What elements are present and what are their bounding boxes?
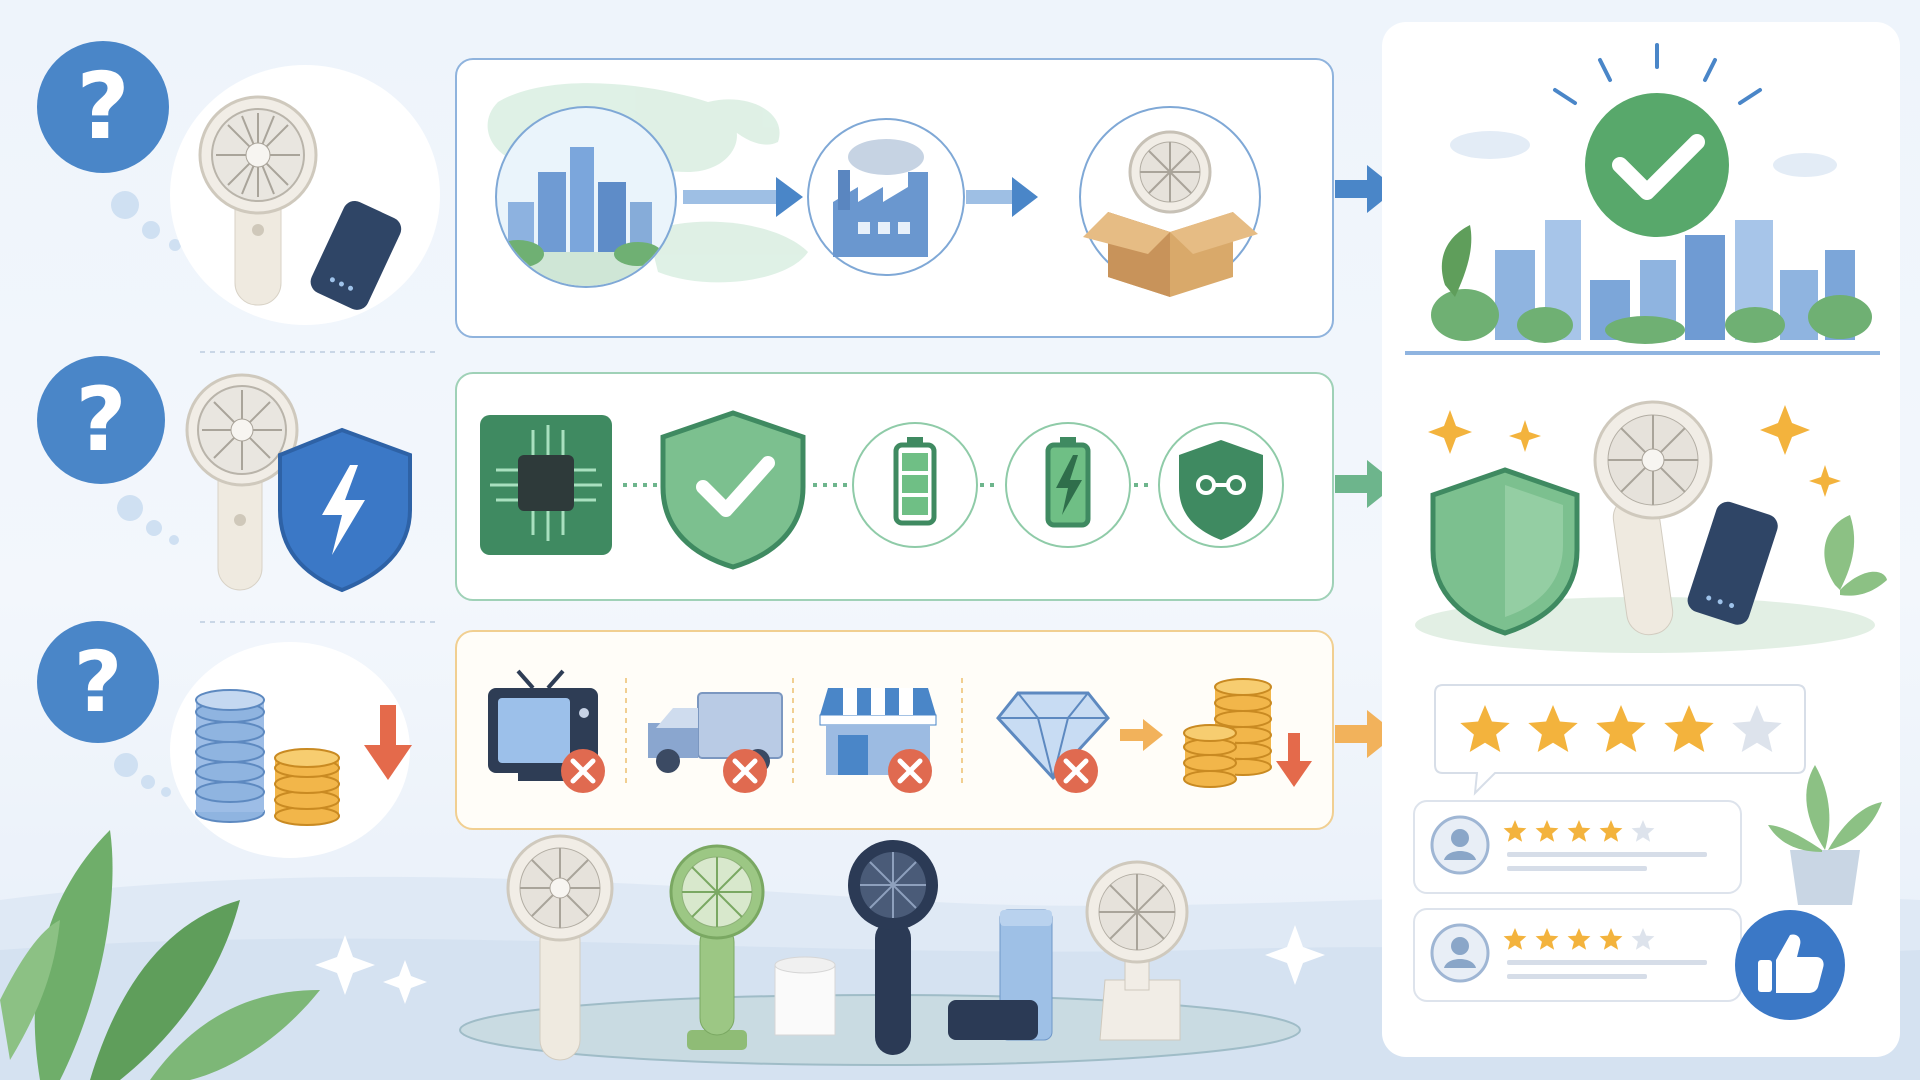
factory-icon xyxy=(807,118,965,276)
star-filled-icon xyxy=(1460,705,1510,752)
product-lineup xyxy=(459,834,1301,1066)
thumbs-up-icon[interactable] xyxy=(1730,905,1850,1025)
plant-leaves xyxy=(1824,515,1887,596)
power-bank-icon xyxy=(310,200,402,310)
star-filled-icon xyxy=(1664,705,1714,752)
handheld-fan-icon xyxy=(185,373,299,591)
city-map-icon xyxy=(495,106,677,288)
sourcing-process-flow xyxy=(487,83,1261,297)
star-empty-icon xyxy=(1732,705,1782,752)
star-filled-icon xyxy=(1535,928,1559,950)
star-filled-icon xyxy=(1567,820,1591,842)
sparkles xyxy=(1428,405,1841,497)
star-filled-icon xyxy=(1599,820,1623,842)
diamond-cross-icon xyxy=(996,691,1110,793)
truck-cross-icon xyxy=(648,692,783,793)
sparkles xyxy=(315,925,1325,1004)
green-handheld-fan-icon xyxy=(669,844,765,1050)
review-avatar-icon xyxy=(1430,815,1490,875)
verified-origin-scene xyxy=(1405,43,1880,355)
star-empty-icon xyxy=(1631,820,1655,842)
fan-in-box-icon xyxy=(1079,106,1261,297)
flow-arrow-icon xyxy=(966,177,1038,217)
check-badge-icon xyxy=(1585,93,1729,237)
flow-arrow-icon xyxy=(1120,719,1163,751)
svg-text:?: ? xyxy=(75,368,126,471)
handheld-fan-icon xyxy=(1593,400,1713,636)
star-filled-icon xyxy=(1567,928,1591,950)
safety-result-scene xyxy=(1415,400,1887,653)
handheld-fan-icon xyxy=(198,95,318,306)
review-stars xyxy=(1503,928,1655,950)
thought-bubble-coins xyxy=(114,642,412,858)
shield-check-icon xyxy=(660,410,806,570)
power-bank-icon xyxy=(948,1000,1038,1040)
power-bank-icon xyxy=(1687,501,1778,625)
fan-with-shield xyxy=(117,373,412,593)
cost-savings-flow xyxy=(488,669,1312,793)
store-cross-icon xyxy=(819,688,937,793)
question-mark-icon: ? xyxy=(37,621,159,743)
battery-full-icon xyxy=(852,422,978,548)
trees xyxy=(1431,225,1872,344)
rating-stars-icon xyxy=(1460,705,1782,752)
clip-fan-icon xyxy=(1085,860,1189,1041)
question-mark-icon: ? xyxy=(37,41,169,173)
battery-charge-icon xyxy=(1005,422,1131,548)
white-handheld-fan-icon xyxy=(506,834,614,1061)
tv-cross-icon xyxy=(488,669,605,793)
star-filled-icon xyxy=(1535,820,1559,842)
navy-handheld-fan-icon xyxy=(848,840,938,1055)
shield-link-icon xyxy=(1158,422,1284,548)
star-filled-icon xyxy=(1503,928,1527,950)
blue-coin-stack-icon xyxy=(195,689,265,823)
shield-lightning-icon xyxy=(278,427,412,593)
star-filled-icon xyxy=(1596,705,1646,752)
svg-text:?: ? xyxy=(76,53,129,160)
star-empty-icon xyxy=(1631,928,1655,950)
coins-down-icon xyxy=(1183,678,1312,788)
star-filled-icon xyxy=(1503,820,1527,842)
potted-plant-icon xyxy=(1768,765,1882,905)
flow-arrow-icon xyxy=(683,177,803,217)
circuit-chip-icon xyxy=(480,415,612,555)
review-card-content xyxy=(1430,815,1707,875)
star-filled-icon xyxy=(1599,928,1623,950)
safety-features-flow xyxy=(480,410,1284,570)
star-filled-icon xyxy=(1528,705,1578,752)
review-stars xyxy=(1503,820,1655,842)
down-arrow-icon xyxy=(364,705,412,780)
review-avatar-icon xyxy=(1430,923,1490,983)
svg-text:?: ? xyxy=(74,633,123,731)
green-shield-icon xyxy=(1430,467,1580,636)
leaves-decoration xyxy=(0,830,320,1080)
gold-coin-stack-icon xyxy=(274,748,340,826)
white-cylinder-icon xyxy=(774,956,836,1036)
radiating-lines xyxy=(1553,43,1762,105)
question-mark-icon: ? xyxy=(37,356,165,484)
rating-bubble xyxy=(1434,684,1806,796)
review-card-content xyxy=(1430,923,1707,983)
thought-bubble-fan-powerbank xyxy=(111,65,440,325)
